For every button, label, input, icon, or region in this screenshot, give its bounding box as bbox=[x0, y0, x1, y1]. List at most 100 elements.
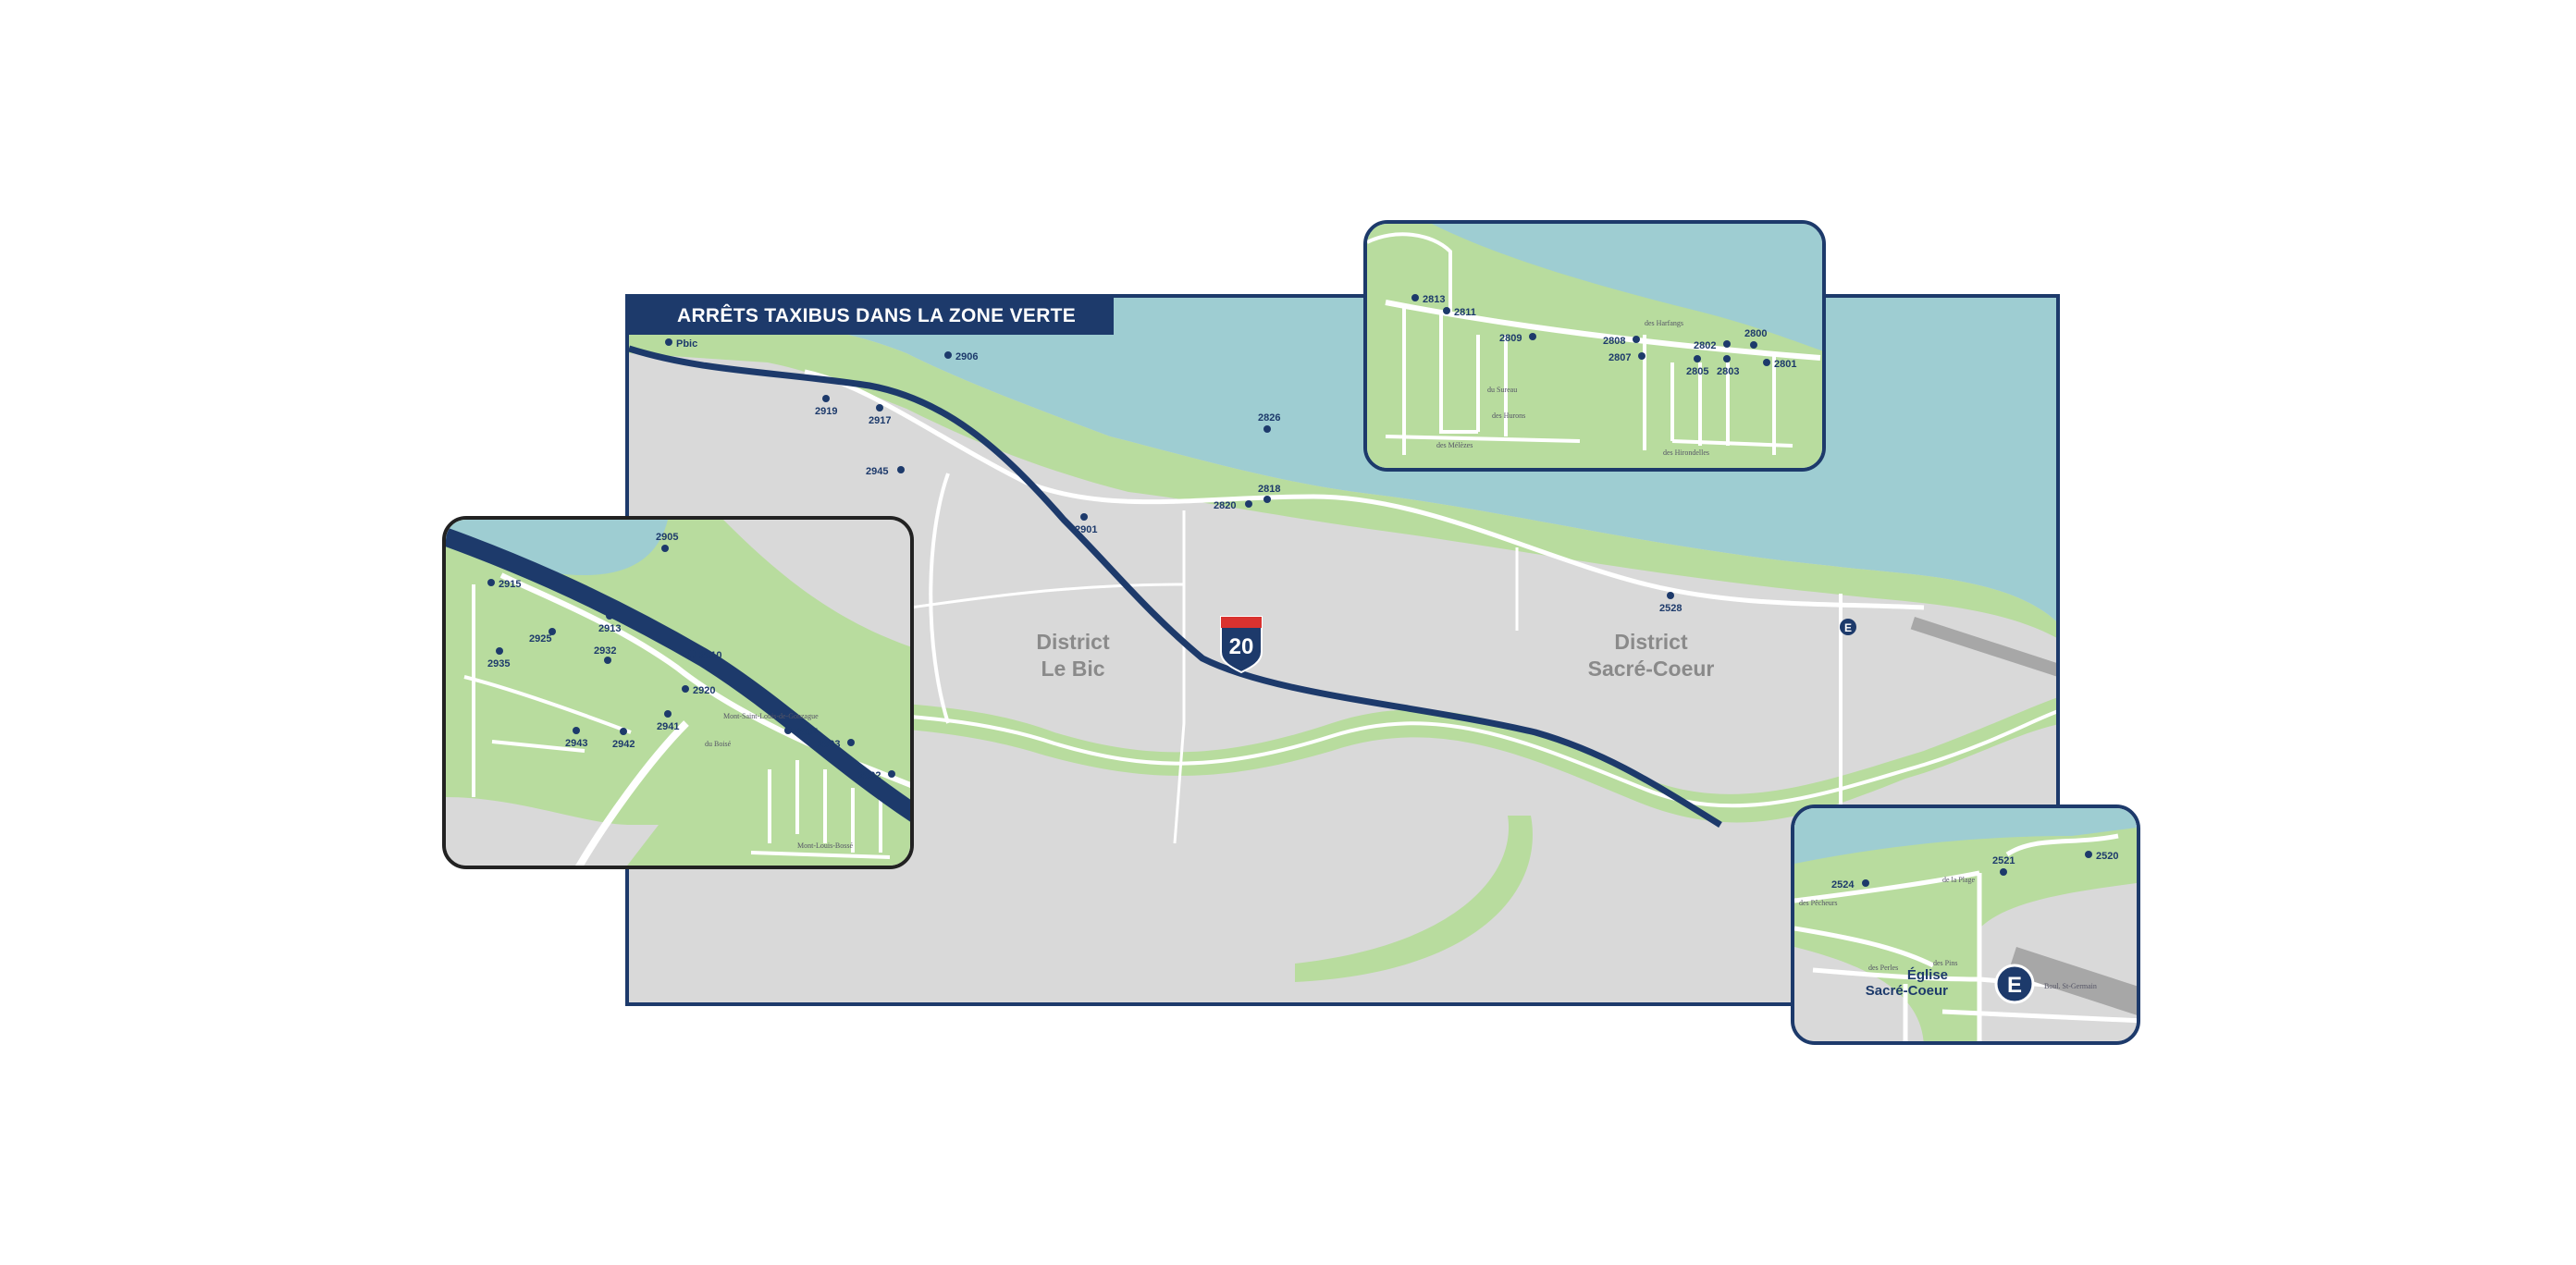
stop-2805[interactable]: 2805 bbox=[1686, 355, 1708, 377]
stop-2520[interactable]: 2520 bbox=[2085, 851, 2118, 862]
map-title: ARRÊTS TAXIBUS DANS LA ZONE VERTE bbox=[629, 298, 1114, 335]
inset-east-street-labels: de la Plage des Pêcheurs Boul. St-Germai… bbox=[1799, 876, 2097, 990]
inset-north[interactable]: du Sureau des Mélèzes des Hurons des Har… bbox=[1363, 220, 1826, 472]
svg-text:2935: 2935 bbox=[487, 658, 510, 669]
stop-2524[interactable]: 2524 bbox=[1831, 879, 1869, 890]
svg-text:2906: 2906 bbox=[955, 351, 978, 362]
stop-2925[interactable]: 2925 bbox=[529, 628, 556, 645]
inset-north-canvas: du Sureau des Mélèzes des Hurons des Har… bbox=[1367, 224, 1822, 468]
stop-2813[interactable]: 2813 bbox=[1411, 294, 1445, 305]
stop-2802[interactable]: 2802 bbox=[1694, 340, 1731, 351]
stop-2915[interactable]: 2915 bbox=[487, 579, 521, 590]
inset-west-canvas: Mont-Saint-Louis-de-Gonzague Mont-Louis-… bbox=[446, 520, 910, 866]
svg-text:des Perles: des Perles bbox=[1868, 964, 1898, 972]
svg-text:2805: 2805 bbox=[1686, 366, 1708, 377]
railway-band bbox=[1910, 617, 2056, 678]
stop-2801[interactable]: 2801 bbox=[1763, 359, 1796, 370]
stop-2818[interactable]: 2818 bbox=[1258, 484, 1280, 503]
svg-text:2932: 2932 bbox=[594, 645, 616, 657]
stop-e-large-icon[interactable]: E bbox=[1994, 964, 2035, 1004]
svg-text:2520: 2520 bbox=[2096, 851, 2118, 862]
stop-2807[interactable]: 2807 bbox=[1608, 352, 1645, 363]
stop-2826[interactable]: 2826 bbox=[1258, 412, 1280, 433]
district-le-bic-line2: Le Bic bbox=[1041, 657, 1104, 681]
inset-east[interactable]: de la Plage des Pêcheurs Boul. St-Germai… bbox=[1791, 804, 2140, 1045]
stop-2920[interactable]: 2920 bbox=[682, 685, 715, 696]
stop-2905[interactable]: 2905 bbox=[656, 532, 678, 552]
svg-text:du Sureau: du Sureau bbox=[1487, 386, 1517, 394]
stop-2820[interactable]: 2820 bbox=[1214, 500, 1252, 511]
highway-20-shield-icon: 20 bbox=[1220, 616, 1263, 674]
svg-text:2901: 2901 bbox=[1075, 524, 1097, 535]
stop-2901[interactable]: 2901 bbox=[1075, 513, 1097, 535]
stop-2941[interactable]: 2941 bbox=[657, 710, 679, 732]
inset-north-street-labels: du Sureau des Mélèzes des Hurons des Har… bbox=[1436, 319, 1709, 457]
svg-text:2917: 2917 bbox=[869, 415, 891, 426]
svg-text:2920: 2920 bbox=[693, 685, 715, 696]
svg-text:2818: 2818 bbox=[1258, 484, 1280, 495]
lower-road bbox=[795, 707, 2056, 808]
svg-text:de la Plage: de la Plage bbox=[1942, 876, 1976, 884]
svg-text:des Mélèzes: des Mélèzes bbox=[1436, 441, 1473, 449]
stop-2904[interactable]: 2904 bbox=[784, 727, 819, 738]
stop-2528[interactable]: 2528 bbox=[1659, 592, 1682, 614]
svg-text:Pbic: Pbic bbox=[676, 338, 697, 350]
svg-text:2904: 2904 bbox=[795, 727, 819, 738]
svg-text:2528: 2528 bbox=[1659, 603, 1682, 614]
svg-text:2942: 2942 bbox=[612, 739, 635, 750]
stop-2521[interactable]: 2521 bbox=[1992, 855, 2015, 876]
stop-2808[interactable]: 2808 bbox=[1603, 336, 1640, 347]
svg-text:des Harfangs: des Harfangs bbox=[1645, 319, 1683, 327]
svg-text:2800: 2800 bbox=[1744, 328, 1767, 339]
svg-text:Mont-Saint-Louis-de-Gonzague: Mont-Saint-Louis-de-Gonzague bbox=[723, 712, 819, 720]
coast-road bbox=[804, 369, 1925, 610]
svg-text:2915: 2915 bbox=[499, 579, 521, 590]
road-west-spur bbox=[929, 473, 950, 724]
stop-2913[interactable]: 2913 bbox=[598, 612, 621, 634]
stop-2935[interactable]: 2935 bbox=[487, 647, 510, 669]
stop-2902[interactable]: 2902 bbox=[858, 770, 895, 781]
svg-text:2820: 2820 bbox=[1214, 500, 1236, 511]
stop-2932[interactable]: 2932 bbox=[594, 645, 616, 664]
svg-text:2902: 2902 bbox=[858, 770, 881, 781]
corridor-green bbox=[795, 695, 2056, 823]
svg-text:2524: 2524 bbox=[1831, 879, 1855, 890]
stop-2803[interactable]: 2803 bbox=[1717, 355, 1739, 377]
road-north-south-1 bbox=[1173, 510, 1186, 844]
stop-2945[interactable]: 2945 bbox=[866, 466, 905, 477]
svg-text:2826: 2826 bbox=[1258, 412, 1280, 424]
inset-west[interactable]: Mont-Saint-Louis-de-Gonzague Mont-Louis-… bbox=[442, 516, 914, 869]
svg-text:2910: 2910 bbox=[699, 650, 721, 661]
stop-2910[interactable]: 2910 bbox=[688, 650, 721, 661]
stop-2800[interactable]: 2800 bbox=[1744, 328, 1767, 349]
stop-2942[interactable]: 2942 bbox=[612, 728, 635, 750]
landmark-eglise-line2: Sacré-Coeur bbox=[1866, 983, 1948, 999]
svg-text:2521: 2521 bbox=[1992, 855, 2015, 866]
stop-2906[interactable]: 2906 bbox=[944, 351, 978, 362]
stop-2917[interactable]: 2917 bbox=[869, 404, 891, 426]
svg-text:2808: 2808 bbox=[1603, 336, 1625, 347]
south-branch-green bbox=[1295, 816, 1533, 982]
stop-pbic[interactable]: Pbic bbox=[665, 338, 697, 350]
svg-text:2807: 2807 bbox=[1608, 352, 1631, 363]
stop-2903[interactable]: 2903 bbox=[818, 739, 855, 750]
inset-west-street-labels: Mont-Saint-Louis-de-Gonzague Mont-Louis-… bbox=[705, 712, 853, 850]
district-sacre-coeur-line1: District bbox=[1614, 630, 1688, 654]
svg-text:Mont-Louis-Bossé: Mont-Louis-Bossé bbox=[797, 841, 853, 850]
svg-text:2811: 2811 bbox=[1454, 307, 1476, 318]
stop-2809[interactable]: 2809 bbox=[1499, 333, 1536, 344]
stop-2919[interactable]: 2919 bbox=[815, 395, 837, 417]
stop-e-marker-icon[interactable]: E bbox=[1840, 619, 1856, 635]
svg-text:des Pêcheurs: des Pêcheurs bbox=[1799, 899, 1838, 907]
svg-text:des Hurons: des Hurons bbox=[1492, 411, 1525, 420]
svg-text:du Boisé: du Boisé bbox=[705, 740, 732, 748]
svg-text:E: E bbox=[1844, 621, 1852, 634]
svg-text:Boul. St-Germain: Boul. St-Germain bbox=[2044, 982, 2097, 990]
svg-text:2945: 2945 bbox=[866, 466, 888, 477]
landmark-eglise-line1: Église bbox=[1907, 967, 1948, 983]
highway-number: 20 bbox=[1229, 634, 1254, 659]
stop-2811[interactable]: 2811 bbox=[1443, 307, 1476, 318]
stop-2943[interactable]: 2943 bbox=[565, 727, 587, 749]
svg-text:2809: 2809 bbox=[1499, 333, 1522, 344]
svg-text:2905: 2905 bbox=[656, 532, 678, 543]
